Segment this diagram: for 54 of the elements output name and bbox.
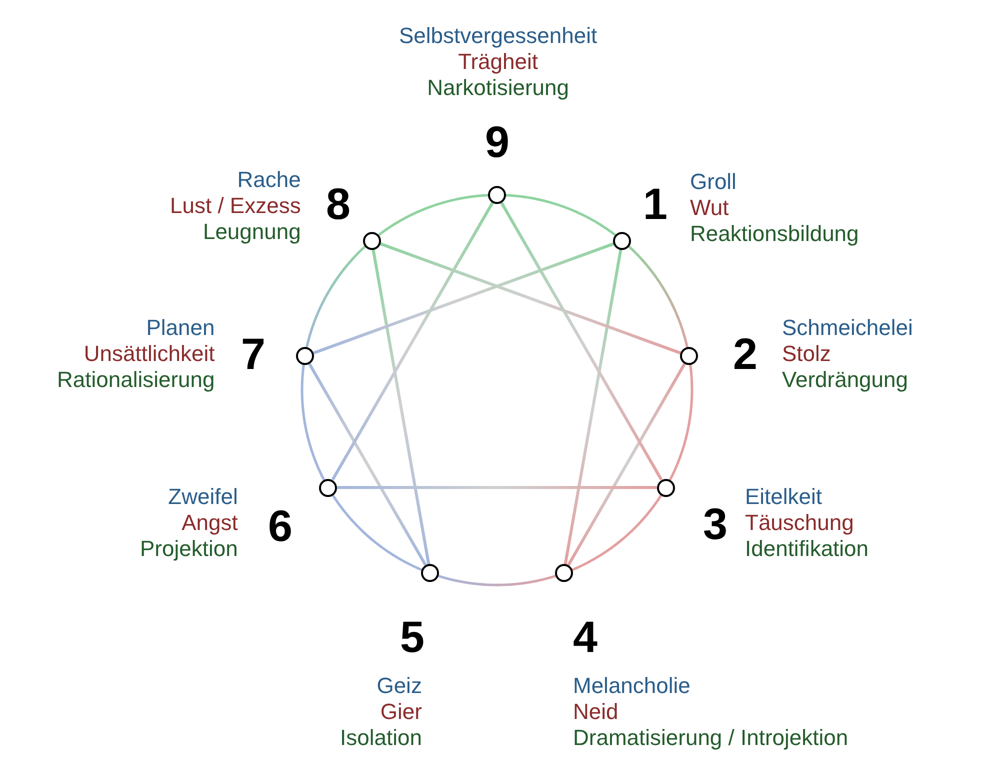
point-circle [656,478,675,496]
passion-label: Rache [236,167,301,193]
connector-line [331,202,494,480]
point-circle [319,478,338,496]
defense-label: Projektion [140,536,238,562]
vice-label: Stolz [782,341,832,367]
point-circle [421,564,440,582]
vice-label: Angst [180,510,238,536]
type-number: 3 [703,501,728,549]
point-circle [554,564,573,582]
passion-label: Planen [145,315,215,341]
point-circle [680,347,698,366]
vice-label: Lust / Exzess [170,193,301,219]
vice-label: Unsättlichkeit [82,341,215,367]
point-circle [613,232,632,250]
defense-label: Narkotisierung [426,75,570,101]
type-number: 7 [241,331,266,379]
point-circle [362,232,381,250]
passion-label: Melancholie [573,673,692,699]
connector-line [564,249,622,565]
type-number: 9 [485,119,510,167]
vice-label: Trägheit [457,49,539,75]
passion-label: Eitelkeit [745,484,824,510]
vice-label: Neid [573,699,620,725]
passion-label: Zweifel [167,484,238,510]
defense-label: Identifikation [745,536,869,562]
connector-line [312,242,614,354]
defense-label: Verdrängung [782,367,909,393]
point-circle [296,347,314,366]
connector-line [372,249,430,565]
defense-label: Dramatisierung / Introjektion [573,725,848,751]
type-number: 6 [268,503,292,551]
type-number: 1 [643,181,668,229]
defense-label: Leugnung [202,219,301,245]
type-number: 4 [573,614,598,662]
type-number: 2 [733,331,758,379]
vice-label: Täuschung [745,510,855,536]
type-number: 5 [400,614,424,662]
connector-line [500,202,663,480]
defense-label: Isolation [340,725,422,751]
connector-line [308,363,428,566]
passion-label: Schmeichelei [782,315,913,341]
connector-line [566,363,686,566]
defense-label: Rationalisierung [57,367,215,393]
defense-label: Reaktionsbildung [690,221,859,247]
connector-line [337,486,657,489]
passion-label: Groll [690,169,738,195]
connector-line [380,242,682,354]
vice-label: Wut [690,195,730,221]
type-number: 8 [326,181,350,229]
passion-label: Selbstvergessenheit [399,23,598,49]
vice-label: Gier [379,699,422,725]
passion-label: Geiz [376,673,422,699]
point-circle [488,186,506,204]
